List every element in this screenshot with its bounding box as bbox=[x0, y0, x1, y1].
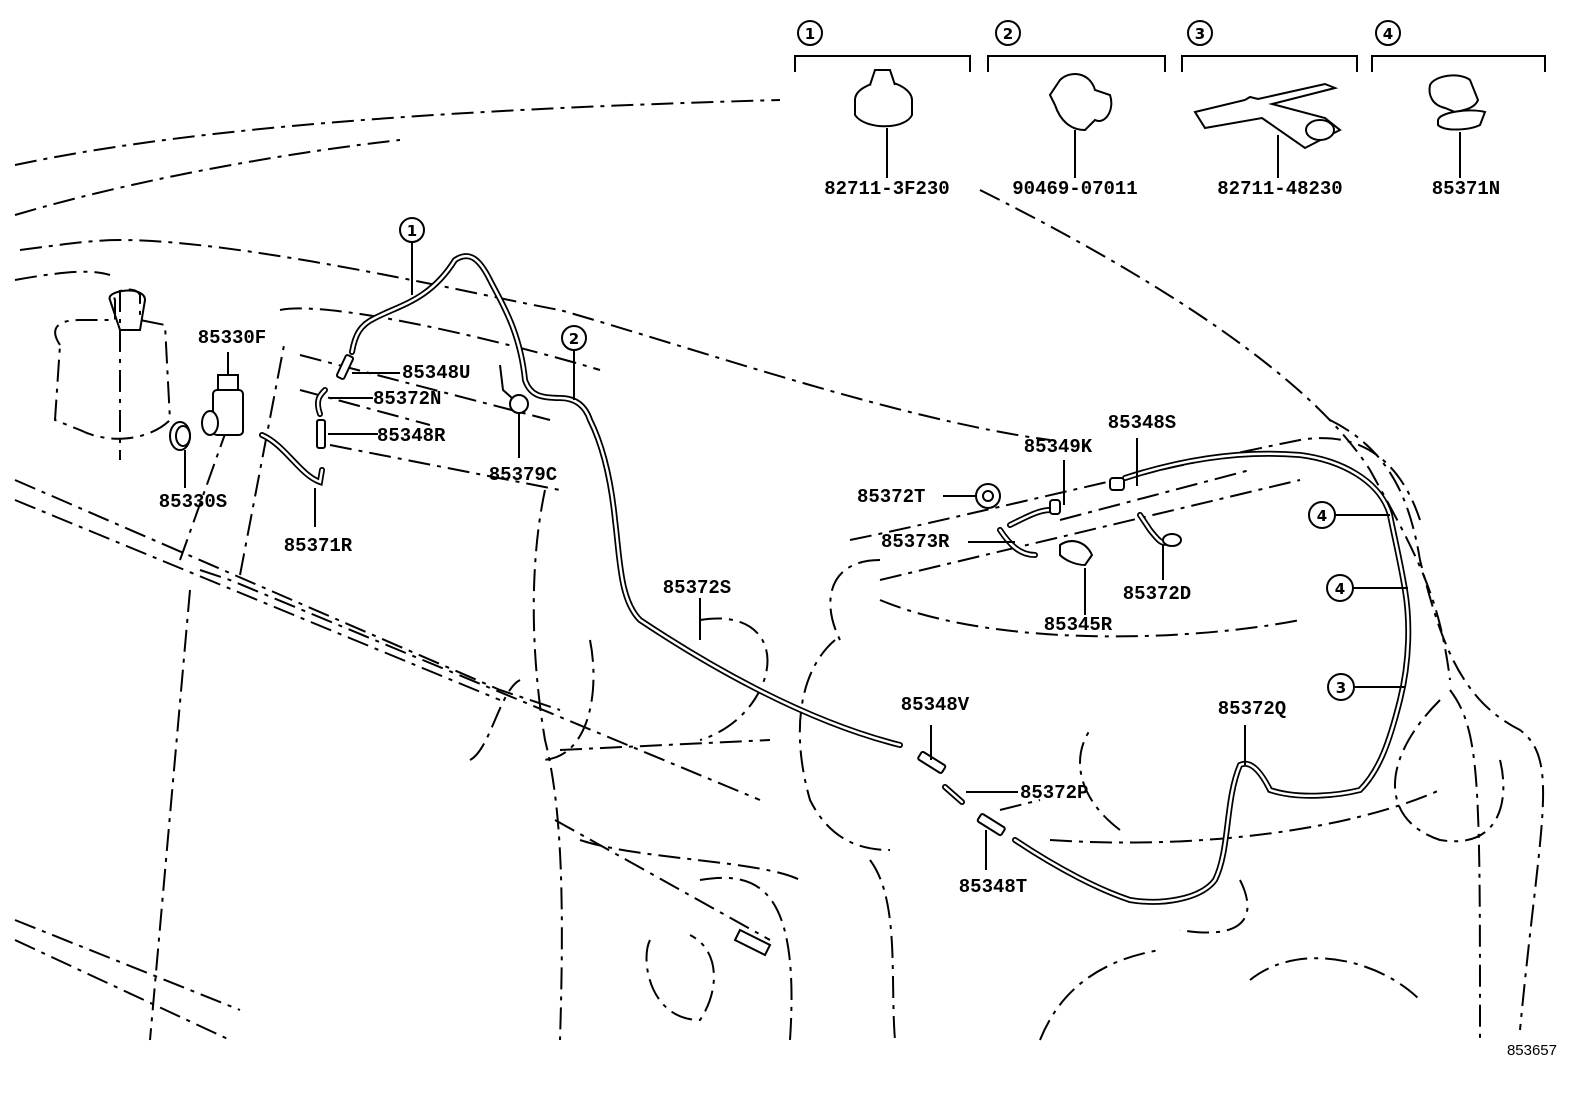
clip-legend-item-1[interactable]: 1 82711-3F230 bbox=[794, 20, 971, 200]
part-label-85372N[interactable]: 85372N bbox=[373, 388, 441, 410]
part-label-85379C[interactable]: 85379C bbox=[489, 464, 557, 486]
clip-callout-num: 1 bbox=[407, 222, 417, 240]
connector-85348U[interactable] bbox=[335, 354, 355, 380]
clip-legend-num: 1 bbox=[805, 25, 815, 43]
clip-callout-1[interactable]: 1 bbox=[399, 217, 425, 295]
clip-callout-4b[interactable]: 4 bbox=[1326, 574, 1408, 602]
clip-callout-3[interactable]: 3 bbox=[1327, 673, 1405, 701]
clip-callout-4a[interactable]: 4 bbox=[1308, 501, 1390, 529]
washer-pump-85330F[interactable] bbox=[201, 374, 244, 436]
part-label-85372Q[interactable]: 85372Q bbox=[1218, 698, 1286, 720]
clip-callout-num: 3 bbox=[1336, 679, 1346, 697]
part-label-85345R[interactable]: 85345R bbox=[1044, 614, 1113, 636]
clip-part-number: 82711-3F230 bbox=[824, 178, 949, 200]
clip-callout-num: 4 bbox=[1335, 580, 1345, 598]
connector-85348R[interactable] bbox=[316, 419, 326, 449]
part-label-85348V[interactable]: 85348V bbox=[901, 694, 970, 716]
part-label-85372P[interactable]: 85372P bbox=[1020, 782, 1088, 804]
clip-callout-num: 4 bbox=[1317, 507, 1327, 525]
part-label-85330S[interactable]: 85330S bbox=[159, 491, 227, 513]
vehicle-body-outline bbox=[14, 99, 1545, 1041]
connector-85349K[interactable] bbox=[1049, 499, 1061, 515]
clip-legend-item-3[interactable]: 3 82711-48230 bbox=[1181, 20, 1358, 200]
clip-callouts: 1 2 4 4 3 bbox=[399, 217, 1408, 701]
clip-legend-item-4[interactable]: 4 85371N bbox=[1371, 20, 1546, 200]
part-label-85330F[interactable]: 85330F bbox=[198, 327, 266, 349]
clip-part-number: 85371N bbox=[1432, 178, 1500, 200]
washer-tank bbox=[53, 288, 172, 460]
clip-part-number: 90469-07011 bbox=[1012, 178, 1137, 200]
grommet-85330S[interactable] bbox=[169, 421, 191, 451]
part-label-85349K[interactable]: 85349K bbox=[1024, 436, 1093, 458]
part-label-85373R[interactable]: 85373R bbox=[881, 531, 950, 553]
nozzle-85345R[interactable] bbox=[1059, 540, 1094, 567]
clip-legend-num: 3 bbox=[1195, 25, 1205, 43]
part-label-85348U[interactable]: 85348U bbox=[402, 362, 470, 384]
part-label-85348S[interactable]: 85348S bbox=[1108, 412, 1176, 434]
part-label-85348R[interactable]: 85348R bbox=[377, 425, 446, 447]
clip-callout-num: 2 bbox=[569, 330, 579, 348]
clip-callout-2[interactable]: 2 bbox=[561, 325, 587, 400]
nozzle-85372D[interactable] bbox=[1162, 533, 1182, 547]
connector-85348T[interactable] bbox=[976, 813, 1006, 837]
clip-legend: 1 82711-3F230 2 90469-07011 3 82711-4823… bbox=[794, 20, 1546, 200]
part-label-85348T[interactable]: 85348T bbox=[959, 876, 1027, 898]
connector-85348V[interactable] bbox=[917, 750, 947, 774]
illustration-id: 853657 bbox=[1507, 1042, 1557, 1059]
clip-legend-item-2[interactable]: 2 90469-07011 bbox=[987, 20, 1166, 200]
clip-part-number: 82711-48230 bbox=[1217, 178, 1342, 200]
part-label-85371R[interactable]: 85371R bbox=[284, 535, 353, 557]
connector-85348S[interactable] bbox=[1109, 477, 1125, 491]
part-label-85372T[interactable]: 85372T bbox=[857, 486, 925, 508]
grommet-85372T[interactable] bbox=[975, 483, 1001, 509]
part-label-85372D[interactable]: 85372D bbox=[1123, 583, 1191, 605]
clip-legend-num: 2 bbox=[1003, 25, 1013, 43]
washer-hoses bbox=[259, 253, 1412, 905]
part-labels: 85330F 85330S 85348U 85372N 85348R 85371… bbox=[159, 327, 1286, 898]
clip-legend-num: 4 bbox=[1383, 25, 1393, 43]
part-label-85372S[interactable]: 85372S bbox=[663, 577, 731, 599]
